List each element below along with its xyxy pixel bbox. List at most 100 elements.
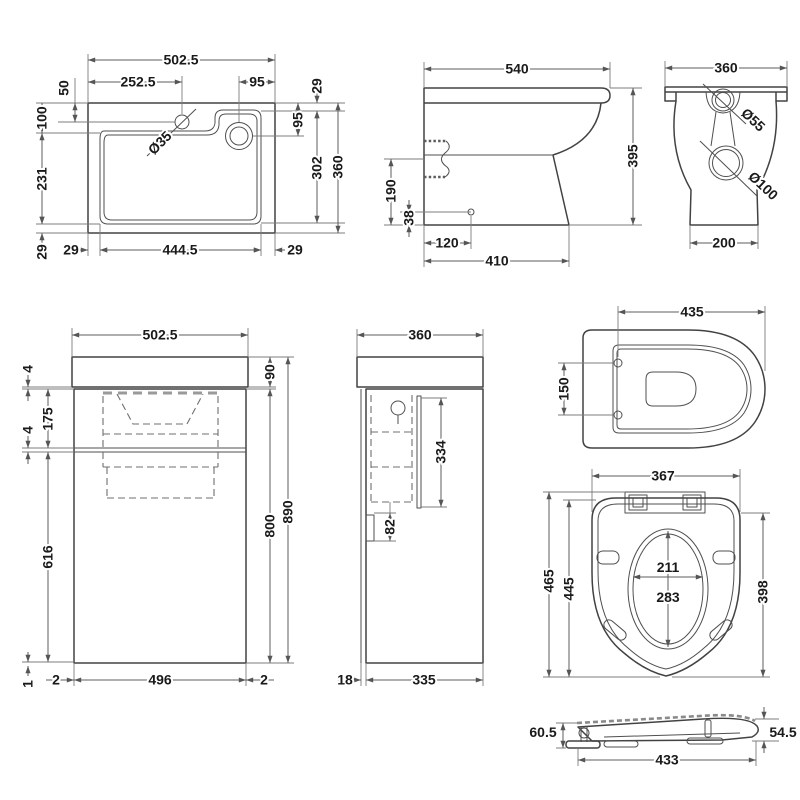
dim-soil-pipe-height: 190: [383, 179, 399, 203]
dim-worktop-height: 90: [262, 364, 278, 380]
opening-outer: [627, 528, 709, 650]
bumper-bottom-left: [603, 619, 627, 641]
dim-service-gap: 82: [382, 519, 398, 535]
outlet-hole-outer: [708, 145, 744, 181]
extension-lines: [36, 54, 345, 256]
basin-bowl-inner: [103, 113, 258, 221]
hinge-bar: [624, 491, 706, 514]
hinge-cap-right-inner: [686, 497, 698, 508]
dim-door-width: 496: [148, 672, 172, 688]
seat-outline: [591, 497, 741, 677]
dim-seat-front-height: 54.5: [769, 724, 796, 740]
dim-seat-length: 445: [561, 577, 577, 601]
inlet-hole: [715, 92, 731, 108]
dimension-lines: [39, 57, 341, 253]
pan-rim-outer: [612, 344, 752, 434]
dim-edge-right: 2: [260, 672, 268, 688]
view-pan-side: 540 395 190 38 120 410: [381, 59, 643, 271]
dim-outlet-dia: Ø100: [745, 168, 781, 203]
dimension-lines: [665, 65, 787, 246]
overflow-recess: [225, 122, 253, 150]
dim-cabinet-depth: 335: [412, 672, 436, 688]
funnel-lines: [710, 111, 736, 147]
view-pan-plan: 435 150: [554, 302, 766, 449]
dim-fixing-hole-height: 38: [401, 210, 417, 226]
dim-hinge-width: 367: [651, 468, 675, 484]
dim-opening-length: 283: [656, 589, 680, 605]
dim-basin-overall-depth: 360: [330, 155, 346, 179]
dimension-lines: [25, 332, 291, 683]
dim-unit-side-depth: 360: [408, 327, 432, 343]
dim-unit-top-gap: 4: [20, 365, 36, 373]
seat-fixing-hole-bottom: [613, 410, 623, 420]
dim-basin-deck-depth: 100: [34, 106, 50, 130]
dim-unit-overall-width: 502.5: [142, 327, 177, 343]
dimension-lines: [561, 309, 765, 415]
dim-unit-mid-gap: 4: [20, 426, 36, 434]
pan-rear-rim: [664, 86, 788, 102]
dimension-lines: [338, 332, 483, 683]
worktop-front: [71, 356, 249, 388]
dim-basin-bowl-depth: 231: [34, 167, 50, 191]
hidden-basin-lines: [102, 393, 219, 499]
dim-opening-width: 211: [657, 559, 680, 575]
inlet-hole-outer: [711, 88, 735, 112]
outlet-hole: [712, 149, 740, 177]
tap-hole-leader: [146, 108, 197, 157]
dim-pan-overall-height: 395: [625, 144, 641, 168]
pan-rim-inner: [616, 348, 748, 430]
cabinet-divider: [74, 447, 246, 453]
dim-basin-rim-right: 29: [287, 242, 303, 258]
service-cutout: [365, 514, 375, 542]
dimension-lines: [560, 707, 767, 763]
dim-cabinet-height: 800: [262, 514, 278, 538]
dim-lower-panel: 616: [40, 545, 56, 569]
extension-lines: [22, 328, 294, 686]
bumper-front: [686, 737, 724, 745]
overflow-hole: [229, 126, 249, 146]
hinge-cap-left: [628, 494, 648, 511]
dim-basin-rim-top: 29: [309, 78, 325, 94]
dim-recess-height: 334: [433, 440, 449, 464]
inlet-pocket: [705, 91, 741, 114]
bumper-rear: [603, 740, 639, 748]
pan-side-bowl: [424, 102, 602, 226]
dim-basin-tap-from-left: 252.5: [120, 74, 155, 90]
dim-edge-left: 2: [52, 672, 60, 688]
dim-unit-overall-height: 890: [280, 500, 296, 524]
dim-upper-panel: 175: [40, 407, 56, 431]
dim-basin-tap-hole-dia: Ø35: [145, 127, 175, 157]
seat-texture-hatch: [576, 713, 756, 725]
dim-pan-overall-depth: 540: [505, 61, 529, 77]
waste-outlet: [390, 400, 406, 416]
dim-seat-overall-length: 465: [541, 569, 557, 593]
basin-outline: [87, 102, 276, 234]
dim-basin-waste-setback: 95: [290, 112, 306, 128]
soil-pipe-break-line: [441, 140, 450, 178]
dim-back-gap: 18: [337, 672, 353, 688]
bumper-bottom-right: [709, 619, 733, 641]
dim-plinth-gap: 1: [20, 680, 36, 688]
cabinet-front: [73, 388, 247, 664]
hinge-cap-right: [682, 494, 702, 511]
seat-inner-edge: [597, 503, 735, 670]
view-unit-front: 502.5 4 90 175 4 616 800 890 1 2 496 2: [18, 325, 298, 690]
diameter-leaders: [699, 83, 758, 197]
seat-side-outline: [577, 717, 759, 742]
dim-basin-bowl-width: 444.5: [162, 242, 197, 258]
view-seat-plan: 367 465 445 398 211 283: [539, 466, 773, 678]
extension-lines: [664, 61, 788, 249]
extension-lines: [384, 62, 642, 267]
seat-ring-line: [603, 732, 741, 738]
hinge-foot: [565, 740, 601, 749]
extension-lines: [543, 469, 770, 678]
dim-basin-tap-setback: 50: [56, 80, 72, 96]
pan-plan-outline: [582, 329, 766, 449]
dim-pan-rear-width: 360: [714, 60, 738, 76]
dim-seat-back-height: 60.5: [529, 724, 556, 740]
bumper-left: [596, 550, 620, 565]
dim-lid-length: 398: [755, 580, 771, 604]
dim-basin-rim-left: 29: [63, 242, 79, 258]
